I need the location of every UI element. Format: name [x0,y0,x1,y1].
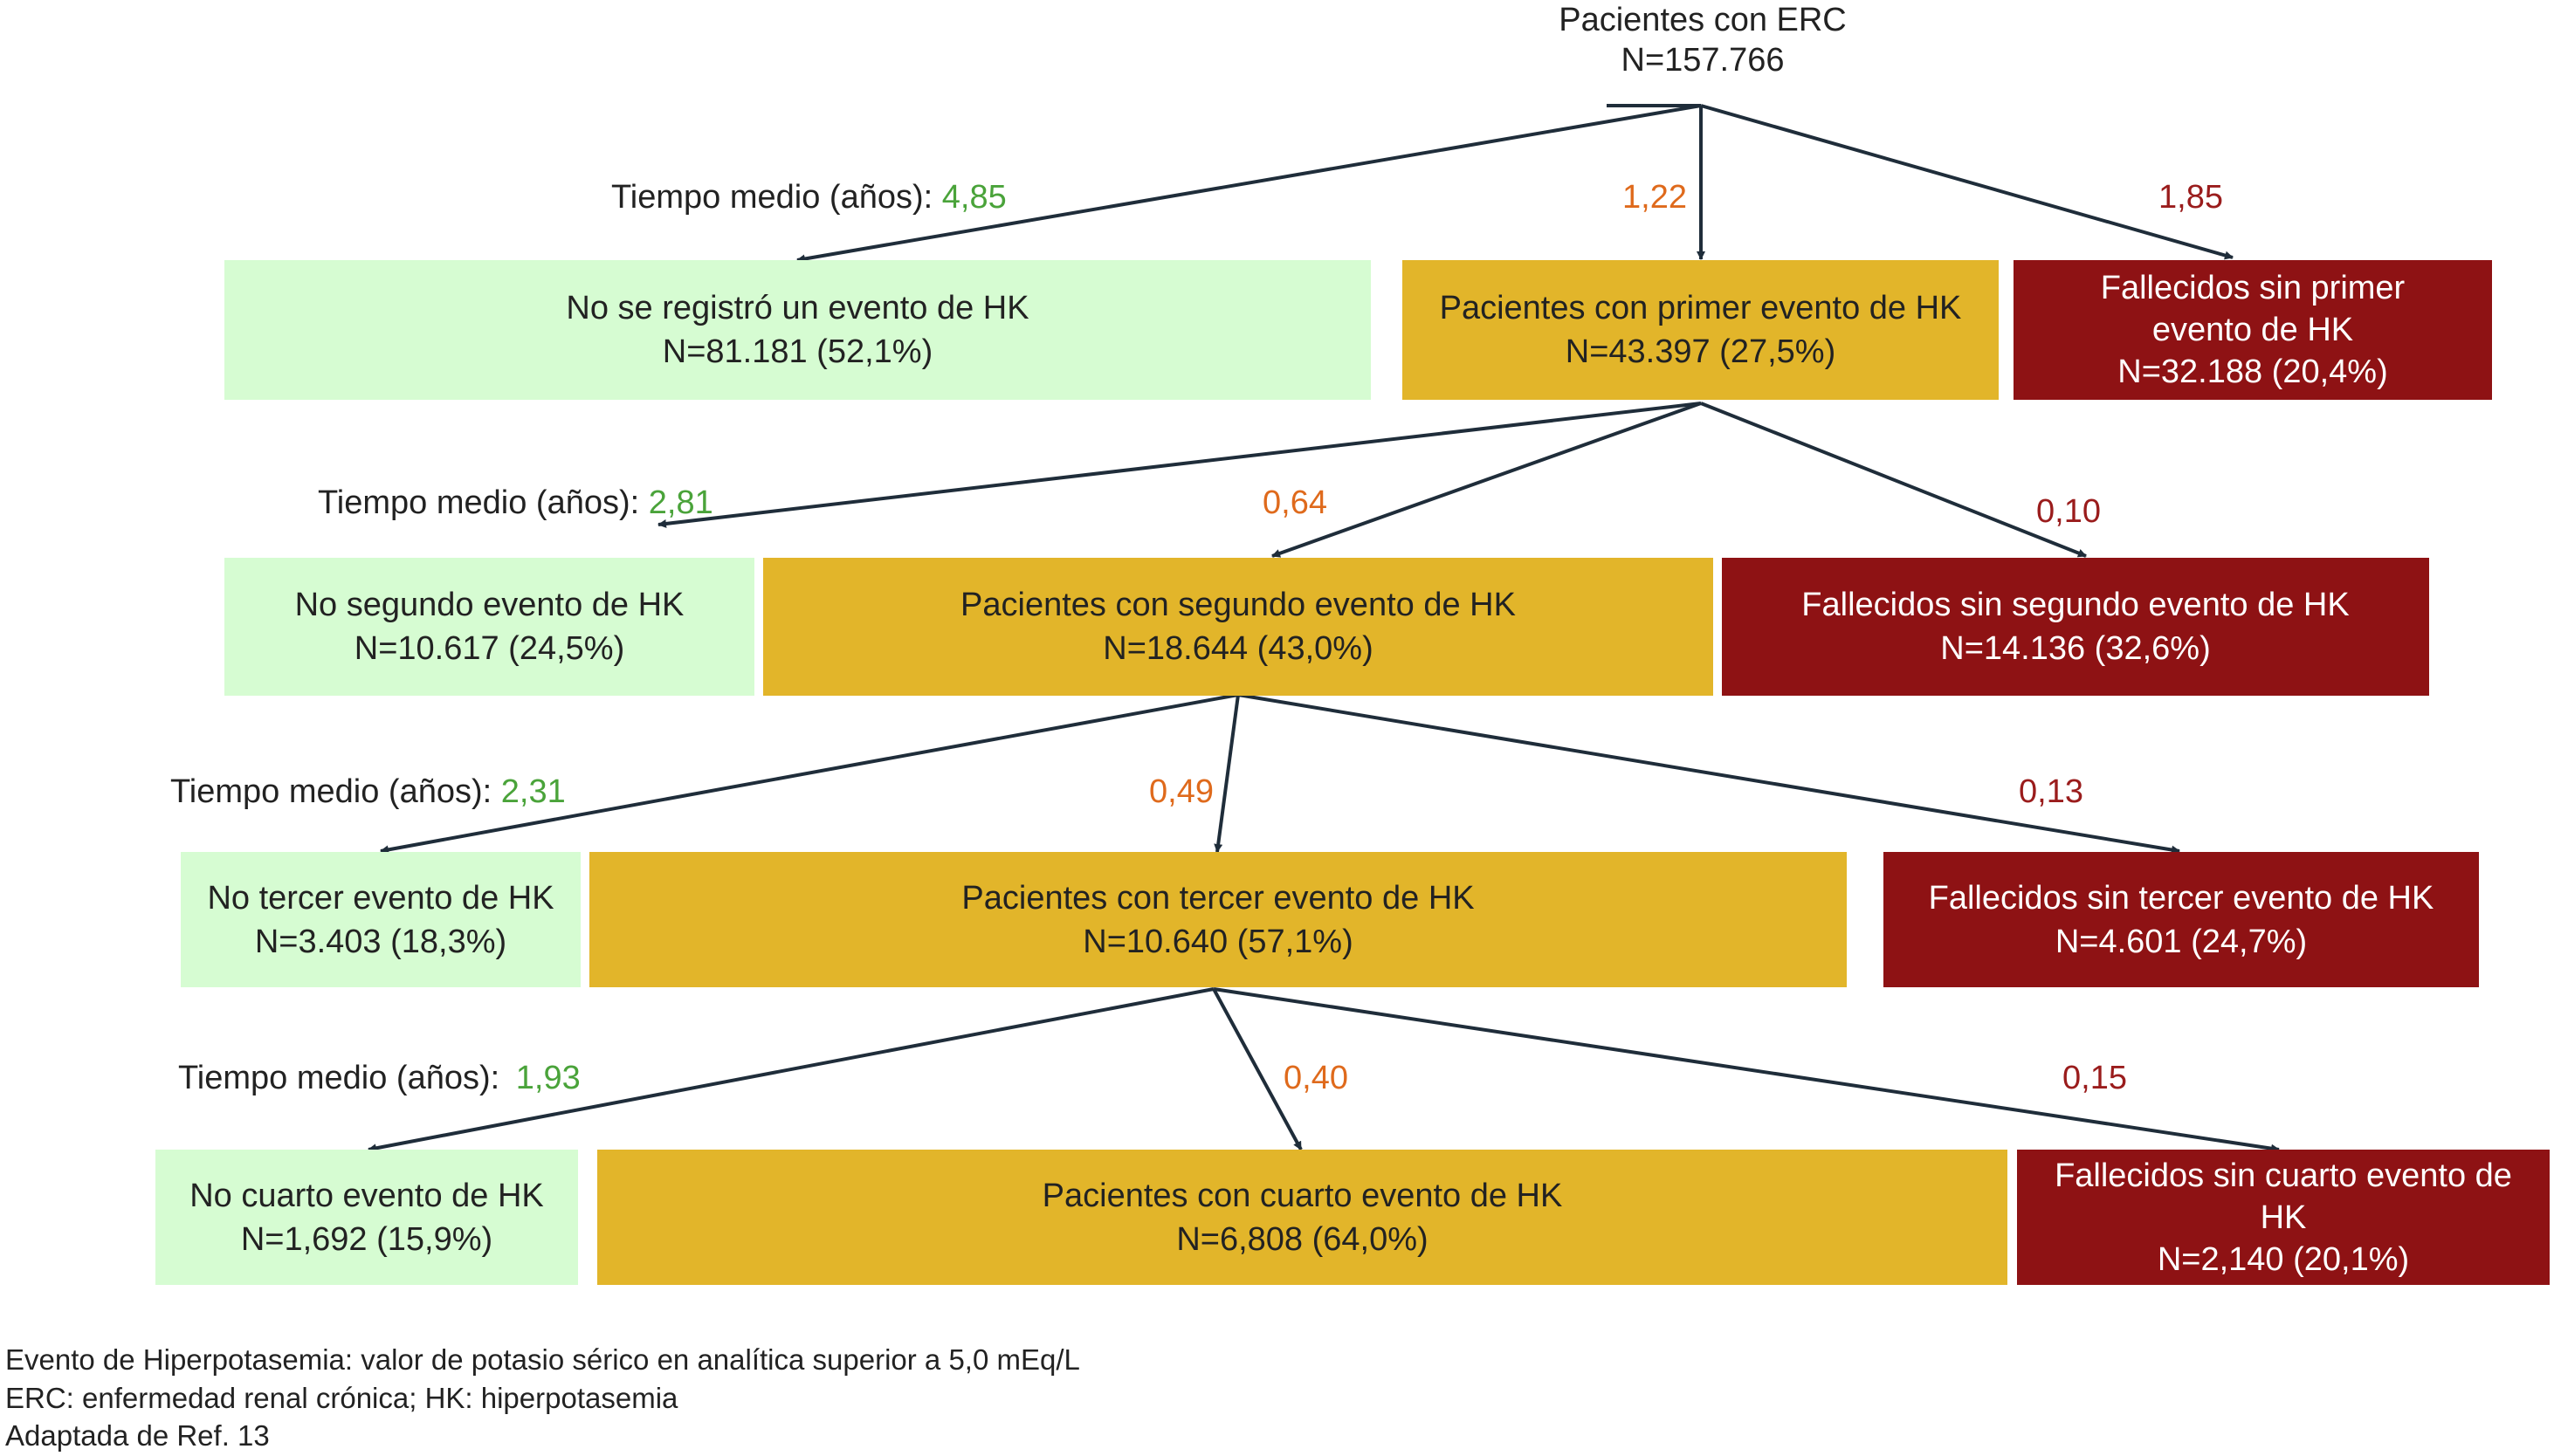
time-label-4: Tiempo medio (años): 1,93 [178,1058,581,1098]
no-event-2-line-2: N=10.617 (24,5%) [354,630,625,667]
event-1-line-1: Pacientes con primer evento de HK [1439,290,1962,326]
time-label-text-4: Tiempo medio (años): [178,1060,500,1096]
arrow-event2-to-event-3 [1214,694,1240,853]
death-1-line-2: evento de HK [2151,312,2354,348]
root-label: Pacientes con ERC N=157.766 [1537,0,1869,80]
death-3-line-1: Fallecidos sin tercer evento de HK [1928,879,2434,917]
arrow-root-to-death-1 [1700,104,2234,260]
no-event-box-3: No tercer evento de HK N=3.403 (18,3%) [181,852,581,987]
arrow-event2-to-none-3 [380,693,1239,855]
death-2-line-2: N=14.136 (32,6%) [1940,630,2211,667]
event-2-line-1: Pacientes con segundo evento de HK [960,587,1516,623]
time-label-3: Tiempo medio (años): 2,31 [170,772,566,812]
death-box-1: Fallecidos sin primer evento de HK N=32.… [2014,260,2492,400]
time-no-event-3: 2,31 [500,773,566,810]
death-box-2: Fallecidos sin segundo evento de HK N=14… [1722,558,2429,696]
no-event-1-line-1: No se registró un evento de HK [566,290,1029,326]
event-3-line-1: Pacientes con tercer evento de HK [961,879,1475,917]
time-no-event-2: 2,81 [648,484,713,521]
death-4-line-1: Fallecidos sin cuarto evento de [2055,1157,2512,1194]
time-death-4: 0,15 [2062,1060,2127,1096]
footnote-definition: Evento de Hiperpotasemia: valor de potas… [5,1343,1080,1376]
time-label-text-1: Tiempo medio (años): [611,179,933,216]
arrow-root-to-none-1 [796,104,1702,264]
time-death-3: 0,13 [2019,773,2083,810]
no-event-box-4: No cuarto evento de HK N=1,692 (15,9%) [155,1150,578,1285]
footnote-source: Adaptada de Ref. 13 [5,1419,270,1452]
event-4-line-1: Pacientes con cuarto evento de HK [1042,1177,1563,1214]
time-no-event-1: 4,85 [941,179,1007,216]
time-label-text-2: Tiempo medio (años): [318,484,640,521]
death-1-line-1: Fallecidos sin primer [2100,270,2406,306]
arrow-event1-to-event-2 [1271,402,1702,558]
time-label-2: Tiempo medio (años): 2,81 [318,483,713,523]
footnote-abbreviations: ERC: enfermedad renal crónica; HK: hiper… [5,1382,678,1414]
no-event-4-line-1: No cuarto evento de HK [189,1177,544,1214]
time-event-1: 1,22 [1622,179,1687,216]
arrow-event2-to-death-3 [1237,693,2180,855]
no-event-1-line-2: N=81.181 (52,1%) [662,333,933,370]
no-event-box-2: No segundo evento de HK N=10.617 (24,5%) [224,558,754,696]
death-box-3: Fallecidos sin tercer evento de HK N=4.6… [1883,852,2479,987]
event-1-line-2: N=43.397 (27,5%) [1565,333,1836,370]
root-title: Pacientes con ERC [1559,2,1847,38]
arrow-event1-to-death-2 [1700,402,2087,558]
event-4-line-2: N=6,808 (64,0%) [1176,1220,1428,1258]
no-event-2-line-1: No segundo evento de HK [294,587,685,623]
time-label-1: Tiempo medio (años): 4,85 [611,177,1007,217]
time-event-3: 0,49 [1149,773,1214,810]
no-event-3-line-2: N=3.403 (18,3%) [254,923,507,960]
arrow-event1-to-none-2 [657,402,1702,528]
event-box-1: Pacientes con primer evento de HK N=43.3… [1402,260,1999,400]
death-box-4: Fallecidos sin cuarto evento de HK N=2,1… [2017,1150,2550,1285]
event-2-line-2: N=18.644 (43,0%) [1103,630,1373,667]
arrow-event3-to-none-4 [368,987,1215,1153]
time-death-2: 0,10 [2036,493,2101,530]
no-event-box-1: No se registró un evento de HK N=81.181 … [224,260,1371,400]
event-box-4: Pacientes con cuarto evento de HK N=6,80… [597,1150,2007,1285]
no-event-4-line-2: N=1,692 (15,9%) [240,1220,493,1258]
arrow-event3-to-death-4 [1213,987,2280,1153]
arrow-event3-to-event-4 [1212,988,1303,1150]
death-3-line-2: N=4.601 (24,7%) [2055,923,2308,960]
death-1-line-3: N=32.188 (20,4%) [2117,354,2388,390]
death-4-line-2: HK [2260,1198,2307,1236]
no-event-3-line-1: No tercer evento de HK [207,879,554,917]
time-event-4: 0,40 [1284,1060,1348,1096]
time-label-text-3: Tiempo medio (años): [170,773,492,810]
time-death-1: 1,85 [2158,179,2223,216]
death-4-line-3: N=2,140 (20,1%) [2157,1240,2410,1278]
event-box-2: Pacientes con segundo evento de HK N=18.… [763,558,1713,696]
time-no-event-4: 1,93 [515,1060,581,1096]
root-count: N=157.766 [1621,42,1785,79]
time-event-2: 0,64 [1263,484,1327,521]
event-3-line-2: N=10.640 (57,1%) [1083,923,1353,960]
death-2-line-1: Fallecidos sin segundo evento de HK [1801,587,2350,623]
event-box-3: Pacientes con tercer evento de HK N=10.6… [589,852,1847,987]
